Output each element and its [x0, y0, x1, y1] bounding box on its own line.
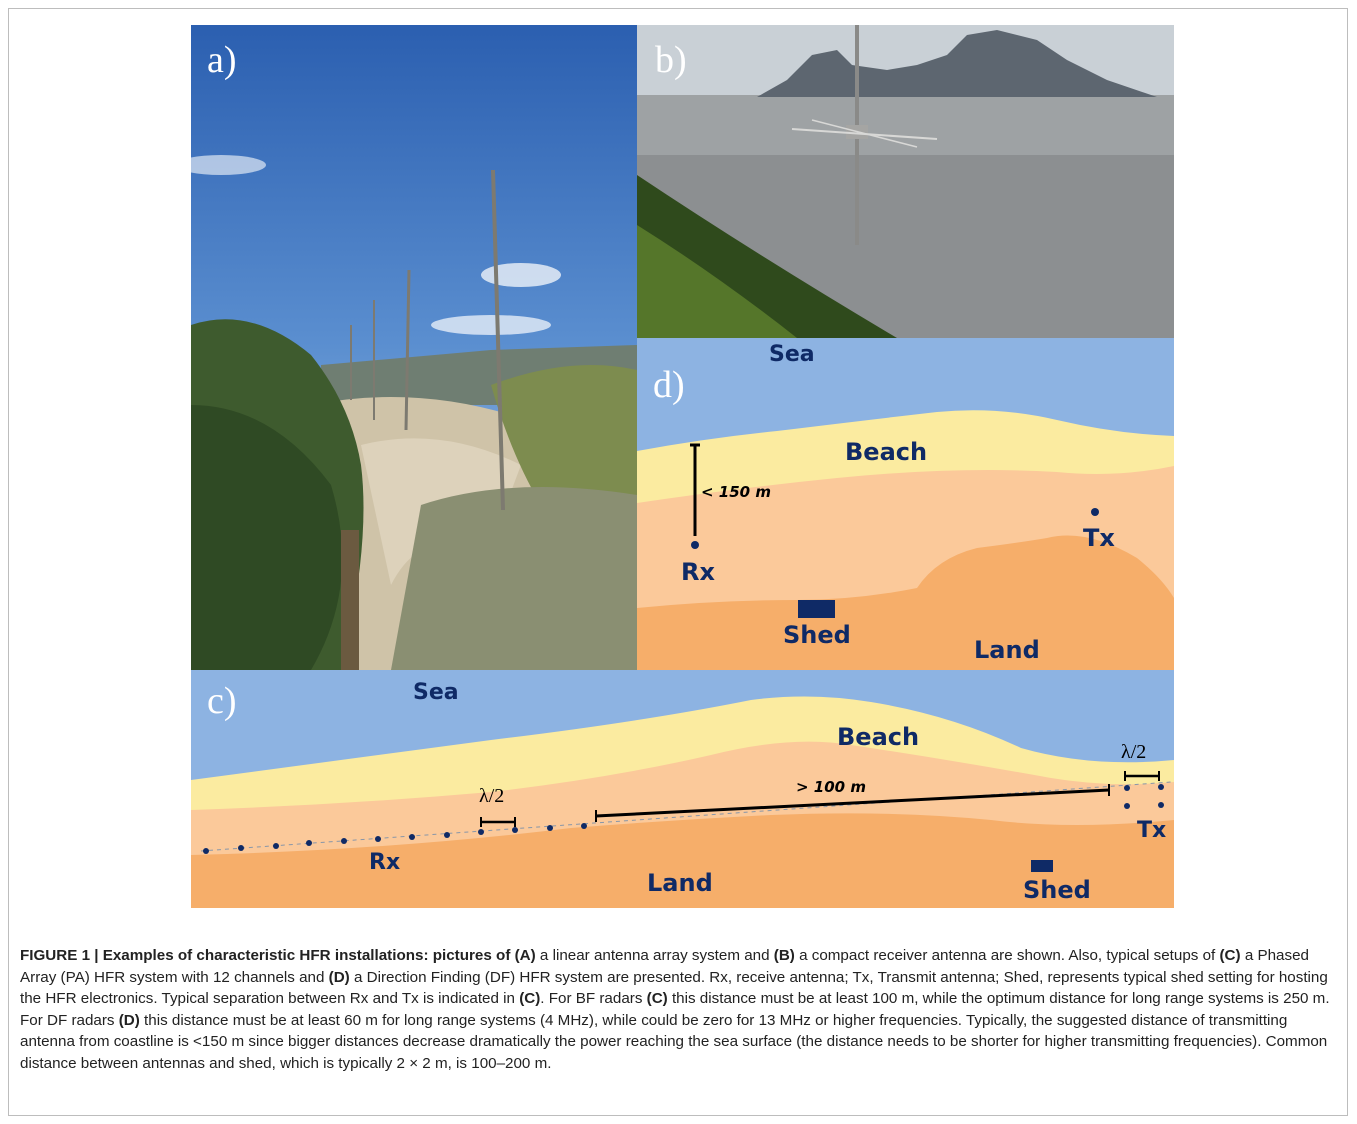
rx-dot	[203, 848, 209, 854]
caption-text: a Direction Finding (DF) HFR system are …	[20, 968, 1328, 1008]
lambda-half-label: λ/2	[1121, 741, 1147, 763]
caption-title: FIGURE 1 | Examples of characteristic HF…	[20, 947, 536, 964]
caption-ref: (C)	[646, 990, 668, 1008]
tx-label: Tx	[1083, 524, 1115, 552]
tx-label: Tx	[1137, 818, 1167, 843]
rx-dot	[547, 825, 553, 831]
panel-d-letter: d)	[653, 364, 685, 406]
rx-label: Rx	[369, 850, 401, 875]
rx-dot	[306, 840, 312, 846]
rx-dot	[409, 834, 415, 840]
caption-text: this distance must be at least 60 m for …	[20, 1011, 1328, 1072]
rx-dot	[478, 829, 484, 835]
caption-text: . For BF radars	[540, 990, 647, 1008]
distance-label: > 100 m	[796, 778, 866, 796]
caption-ref: (C)	[519, 990, 541, 1008]
caption-text: this distance must be at least 100 m, wh…	[20, 990, 1330, 1029]
beach-label: Beach	[837, 723, 920, 751]
panel-a-photo: a)	[191, 25, 637, 670]
caption-text: a Phased Array (PA) HFR system with 12 c…	[20, 947, 1309, 986]
sea-label: Sea	[769, 342, 815, 367]
rx-dot	[238, 845, 244, 851]
caption-ref: (B)	[773, 947, 795, 964]
figure-caption: FIGURE 1 | Examples of characteristic HF…	[20, 945, 1335, 1075]
tx-dot	[1124, 803, 1130, 809]
caption-text: a compact receiver antenna are shown. Al…	[794, 947, 1220, 964]
caption-text: a linear antenna array system and	[535, 947, 774, 964]
shed-marker	[1031, 860, 1053, 872]
panel-c-letter: c)	[207, 680, 237, 722]
sea-label: Sea	[413, 680, 459, 705]
caption-ref: (D)	[328, 968, 350, 986]
tx-dot	[1124, 785, 1130, 791]
figure-frame	[8, 8, 1348, 1116]
caption-ref: (D)	[118, 1011, 140, 1029]
tx-dot	[1158, 784, 1164, 790]
rx-dot	[375, 836, 381, 842]
rx-dot	[341, 838, 347, 844]
rx-dot	[273, 843, 279, 849]
shed-marker	[798, 600, 835, 618]
land-label: Land	[647, 869, 713, 897]
shed-label: Shed	[783, 621, 851, 649]
land-label: Land	[974, 636, 1040, 664]
rx-label: Rx	[681, 558, 715, 586]
rx-dot	[444, 832, 450, 838]
panel-c-diagram: c) Sea Beach > 100 m λ/2 λ/2 Rx Tx Land …	[191, 670, 1174, 908]
distance-label: < 150 m	[701, 483, 771, 501]
tx-marker	[1091, 508, 1099, 516]
caption-ref: (C)	[1219, 947, 1241, 964]
beach-label: Beach	[845, 438, 928, 466]
rx-dot	[581, 823, 587, 829]
shed-label: Shed	[1023, 876, 1091, 904]
panel-b-photo: b)	[637, 25, 1174, 338]
panel-a-letter: a)	[207, 39, 237, 81]
panel-d-diagram: d) Sea Beach < 150 m Rx Tx Shed Land	[637, 338, 1174, 670]
rx-dot	[512, 827, 518, 833]
rx-marker	[691, 541, 699, 549]
tx-dot	[1158, 802, 1164, 808]
panel-b-letter: b)	[655, 39, 687, 81]
lambda-half-label: λ/2	[479, 785, 505, 807]
